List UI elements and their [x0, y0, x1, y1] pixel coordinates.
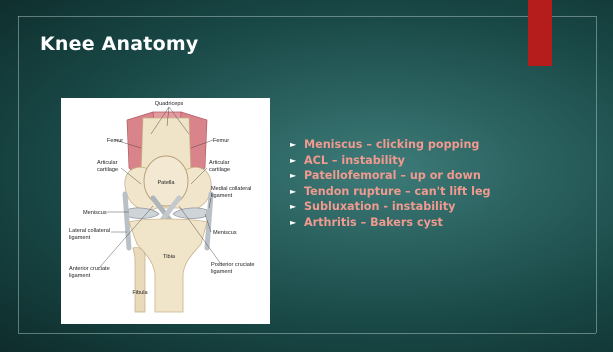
bullet-list: ► Meniscus – clicking popping ► ACL – inst…: [290, 139, 520, 232]
label-posterior-cruciate-1: Posterior cruciate: [211, 262, 255, 268]
triangle-right-icon: ►: [290, 217, 296, 229]
slide-title: Knee Anatomy: [40, 33, 198, 55]
bullet-text: Tendon rupture – can't lift leg: [304, 185, 491, 198]
bullet-item: ► Meniscus – clicking popping: [290, 139, 520, 151]
bullet-text: ACL – instability: [304, 154, 405, 167]
label-anterior-cruciate-2: ligament: [69, 273, 91, 279]
triangle-right-icon: ►: [290, 139, 296, 151]
label-patella: Patella: [157, 180, 175, 186]
label-femur-right: Femur: [213, 138, 229, 144]
accent-bar: [528, 0, 552, 66]
bullet-item: ► Subluxation - instability: [290, 201, 520, 213]
label-articular-right-2: cartilage: [209, 167, 230, 173]
frame-line-left: [18, 16, 19, 333]
label-meniscus-right: Meniscus: [213, 230, 237, 236]
label-quadriceps: Quadriceps: [155, 101, 184, 107]
triangle-right-icon: ►: [290, 170, 296, 182]
bullet-item: ► ACL – instability: [290, 155, 520, 167]
bullet-item: ► Patellofemoral – up or down: [290, 170, 520, 182]
frame-line-right: [596, 16, 597, 333]
meniscus-right: [173, 208, 207, 219]
triangle-right-icon: ►: [290, 186, 296, 198]
label-articular-right-1: Articular: [209, 160, 230, 166]
fibula-bone: [133, 247, 145, 312]
bullet-text: Patellofemoral – up or down: [304, 169, 481, 182]
label-lateral-collateral-2: ligament: [69, 235, 91, 241]
lateral-collateral-ligament: [125, 194, 129, 248]
knee-anatomy-diagram: Quadriceps Femur Femur Articular cartila…: [61, 98, 270, 324]
label-articular-left-2: cartilage: [97, 167, 118, 173]
frame-line-bottom: [18, 333, 596, 334]
label-lateral-collateral-1: Lateral collateral: [69, 228, 110, 234]
frame-line-top: [18, 16, 596, 17]
label-tibia: Tibia: [163, 254, 176, 260]
bullet-text: Subluxation - instability: [304, 200, 455, 213]
triangle-right-icon: ►: [290, 155, 296, 167]
label-meniscus-left: Meniscus: [83, 210, 107, 216]
label-posterior-cruciate-2: ligament: [211, 269, 233, 275]
meniscus-left: [127, 208, 159, 219]
label-femur-left: Femur: [107, 138, 123, 144]
label-medial-collateral-2: ligament: [211, 193, 233, 199]
bullet-item: ► Tendon rupture – can't lift leg: [290, 186, 520, 198]
label-anterior-cruciate-1: Anterior cruciate: [69, 266, 110, 272]
triangle-right-icon: ►: [290, 201, 296, 213]
label-medial-collateral-1: Medial collateral: [211, 186, 251, 192]
label-fibula: Fibula: [132, 290, 148, 296]
label-articular-left-1: Articular: [97, 160, 118, 166]
bullet-text: Arthritis – Bakers cyst: [304, 216, 443, 229]
bullet-text: Meniscus – clicking popping: [304, 138, 479, 151]
bullet-item: ► Arthritis – Bakers cyst: [290, 217, 520, 229]
